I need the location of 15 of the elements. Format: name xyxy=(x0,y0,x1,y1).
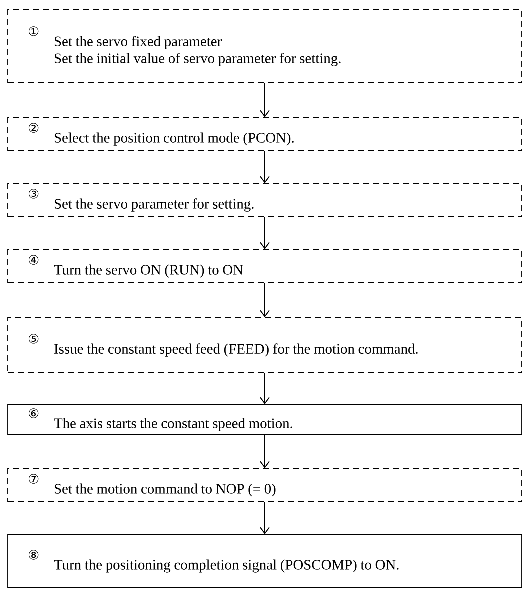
arrow xyxy=(260,434,270,469)
arrow xyxy=(260,502,270,535)
arrow xyxy=(260,216,270,250)
arrow xyxy=(260,82,270,118)
dashed-step-box: ⑦ Set the motion command to NOP (= 0) xyxy=(8,468,522,502)
arrow xyxy=(260,282,270,318)
step-box: ⑥ The axis starts the constant speed motion. xyxy=(8,404,522,436)
dashed-step-box: ② Select the position control mode (PCON). xyxy=(8,118,522,152)
dashed-step-box: ③ Set the servo parameter for setting. xyxy=(8,184,522,218)
step-box: ⑧ Turn the positioning completion signal (POSCOMP) to ON. xyxy=(8,534,522,588)
dashed-step-box: ⑤ Issue the constant speed feed (FEED) for the motion command. xyxy=(8,318,522,374)
dashed-step-box: ④ Turn the servo ON (RUN) to ON xyxy=(8,250,522,284)
arrow xyxy=(260,150,270,184)
arrow xyxy=(260,372,270,405)
dashed-step-box: ① Set the servo fixed parameter Set the initial value of servo parameter for setting. xyxy=(8,10,522,84)
